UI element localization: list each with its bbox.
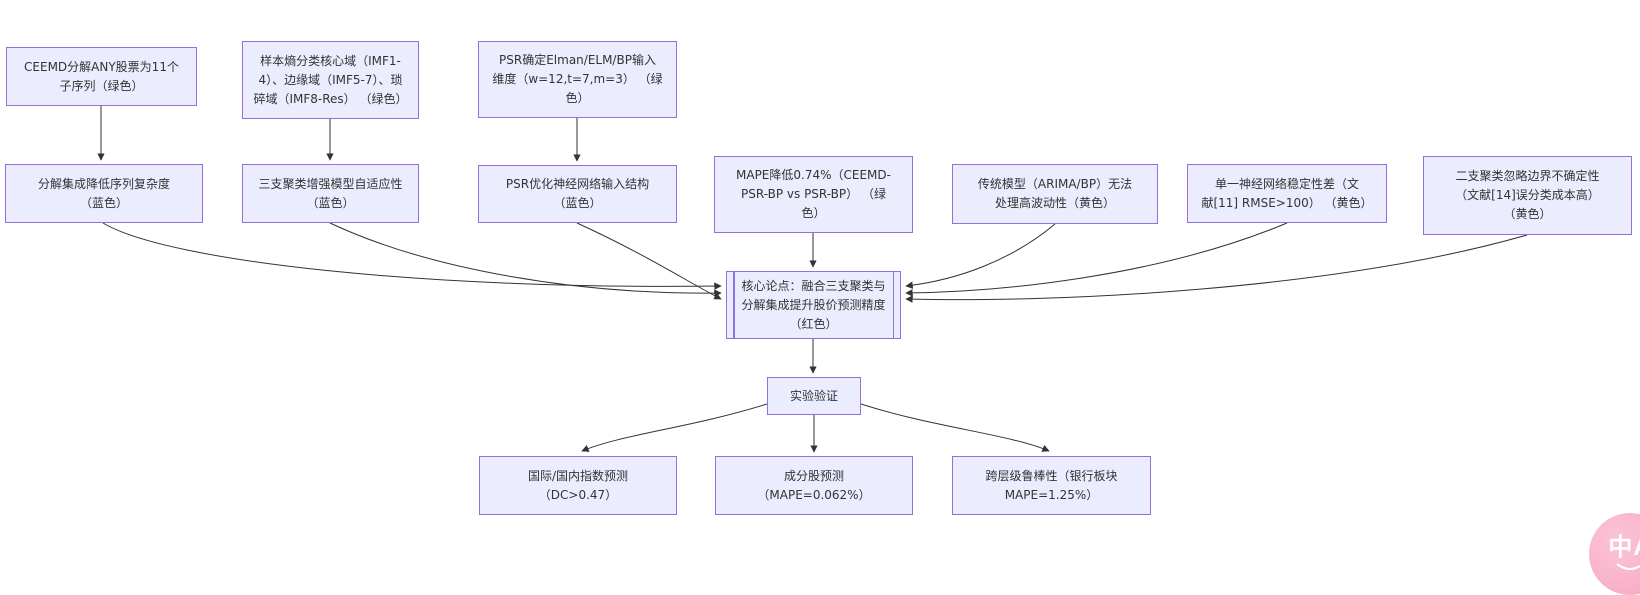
edge-traditional-core <box>905 223 1056 289</box>
edge-experiment-index <box>581 403 768 452</box>
node-stock-prediction: 成分股预测 （MAPE=0.062%） <box>715 456 913 515</box>
node-ceemd-decomposition: CEEMD分解ANY股票为11个 子序列（绿色） <box>6 47 197 106</box>
node-sample-entropy: 样本熵分类核心域（IMF1- 4）、边缘域（IMF5-7）、琐 碎域（IMF8-… <box>242 41 419 119</box>
node-index-prediction: 国际/国内指数预测 （DC>0.47） <box>479 456 677 515</box>
translate-icon: 中A <box>1608 534 1640 561</box>
node-cross-level-robustness: 跨层级鲁棒性（银行板块 MAPE=1.25%） <box>952 456 1151 515</box>
node-single-nn-stability: 单一神经网络稳定性差（文 献[11] RMSE>100） （黄色） <box>1187 164 1387 223</box>
edge-experiment-robust <box>860 403 1050 452</box>
node-core-thesis: 核心论点：融合三支聚类与 分解集成提升股价预测精度 （红色） <box>726 271 901 339</box>
node-traditional-model: 传统模型（ARIMA/BP）无法 处理高波动性（黄色） <box>952 164 1158 224</box>
edge-decomp-core <box>102 222 722 290</box>
node-two-way-clustering: 二支聚类忽略边界不确定性 （文献[14]误分类成本高） （黄色） <box>1423 156 1632 235</box>
translate-widget-button[interactable]: 中A <box>1589 513 1640 595</box>
node-psr-input-dimension: PSR确定Elman/ELM/BP输入 维度（w=12,t=7,m=3） （绿 … <box>478 41 677 118</box>
node-experiment-validation: 实验验证 <box>767 377 861 415</box>
node-decomp-integration: 分解集成降低序列复杂度 （蓝色） <box>5 164 203 223</box>
flowchart-canvas: CEEMD分解ANY股票为11个 子序列（绿色） 样本熵分类核心域（IMF1- … <box>5 41 1640 595</box>
edge-psropt-core <box>576 222 722 300</box>
edge-threeway-core <box>329 222 722 297</box>
node-mape-reduction: MAPE降低0.74%（CEEMD- PSR-BP vs PSR-BP） （绿 … <box>714 156 913 233</box>
translate-swap-arrow-icon <box>1616 563 1640 571</box>
node-psr-optimization: PSR优化神经网络输入结构 （蓝色） <box>478 165 677 223</box>
node-three-way-clustering: 三支聚类增强模型自适应性 （蓝色） <box>242 164 419 223</box>
edge-twoway-core <box>905 234 1528 303</box>
edge-singlenn-core <box>905 222 1288 297</box>
